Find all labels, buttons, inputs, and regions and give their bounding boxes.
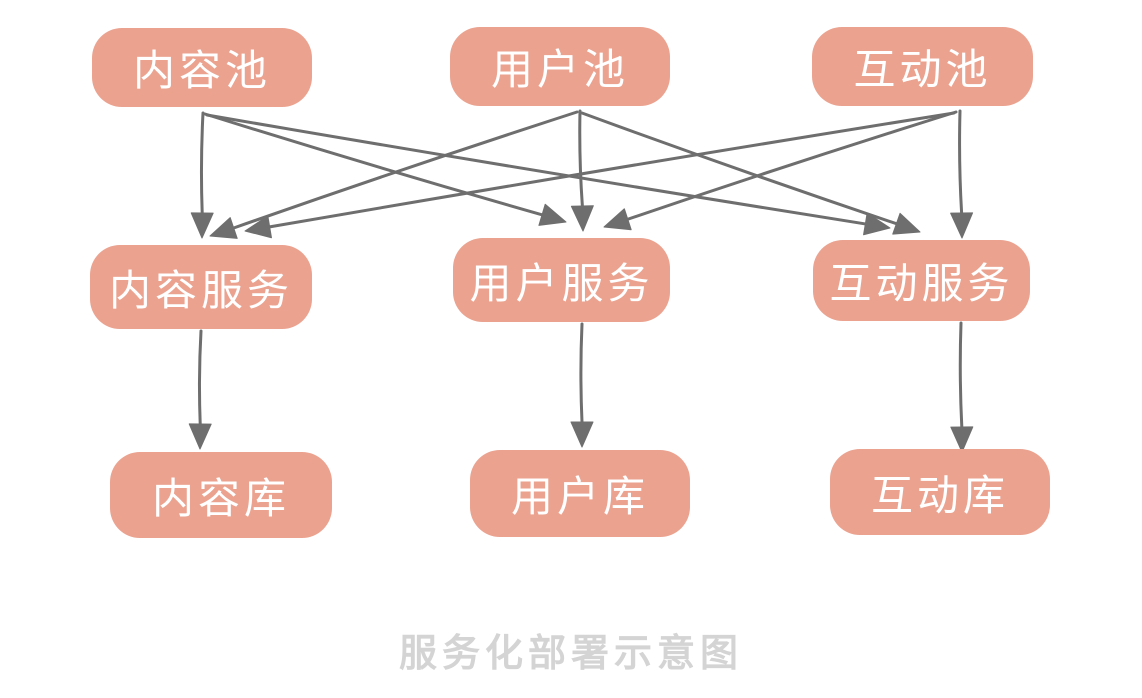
node-interaction-service: 互动服务 <box>813 240 1030 321</box>
node-content-db: 内容库 <box>110 452 332 538</box>
node-user-db: 用户库 <box>470 450 690 537</box>
edge-interaction-service-to-interaction-db <box>950 321 974 453</box>
edge-interaction-pool-to-interaction-service <box>950 109 974 239</box>
node-label: 互动池 <box>853 46 992 93</box>
arrowhead-icon <box>209 217 238 239</box>
edge-user-pool-to-content-service <box>209 110 579 239</box>
edge-interaction-pool-to-user-service <box>603 110 958 231</box>
diagram-caption: 服务化部署示意图 <box>398 633 743 675</box>
arrowhead-icon <box>892 212 921 235</box>
node-label: 内容服务 <box>108 266 293 314</box>
arrowhead-icon <box>190 212 214 239</box>
edge-content-service-to-content-db <box>188 329 212 450</box>
node-user-service: 用户服务 <box>453 238 670 322</box>
node-content-pool: 内容池 <box>92 28 312 107</box>
node-label: 用户库 <box>510 473 649 520</box>
arrowhead-icon <box>188 423 212 450</box>
node-label: 内容库 <box>151 474 290 522</box>
edge-user-pool-to-interaction-service <box>580 111 921 235</box>
edge-user-service-to-user-db <box>570 322 594 448</box>
node-label: 用户池 <box>490 46 629 93</box>
arrowhead-icon <box>570 421 594 448</box>
node-label: 用户服务 <box>469 259 654 307</box>
node-interaction-db: 互动库 <box>830 449 1050 535</box>
node-label: 互动服务 <box>829 260 1014 307</box>
node-user-pool: 用户池 <box>450 27 670 106</box>
edge-user-pool-to-user-service <box>570 109 594 232</box>
arrowhead-icon <box>863 212 891 236</box>
node-content-service: 内容服务 <box>90 245 312 329</box>
node-label: 互动库 <box>870 471 1009 519</box>
edge-content-pool-to-interaction-service <box>205 113 891 236</box>
arrowhead-icon <box>244 215 272 239</box>
arrowhead-icon <box>603 208 632 231</box>
node-label: 内容池 <box>132 47 271 94</box>
node-interaction-pool: 互动池 <box>812 27 1033 106</box>
edge-content-pool-to-content-service <box>190 111 214 239</box>
arrowhead-icon <box>538 203 567 226</box>
arrowhead-icon <box>570 205 594 232</box>
edge-interaction-pool-to-content-service <box>244 111 956 239</box>
arrowhead-icon <box>950 212 974 239</box>
edge-content-pool-to-user-service <box>203 112 567 226</box>
